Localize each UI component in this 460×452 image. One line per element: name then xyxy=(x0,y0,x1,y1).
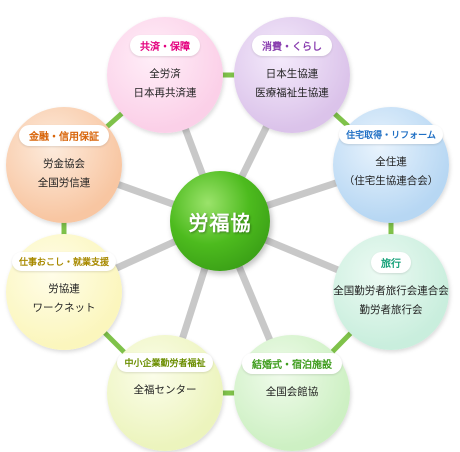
node-kinyu: 金融・信用保証労金協会全国労信連 xyxy=(6,107,122,223)
node-kekkon: 結婚式・宿泊施設全国会館協 xyxy=(234,335,350,451)
category-label: 共済・保障 xyxy=(130,35,200,56)
category-label: 中小企業勤労者福祉 xyxy=(117,353,213,372)
organization-name: 医療福祉生協連 xyxy=(255,87,329,99)
organization-name: 全国労信連 xyxy=(37,177,91,189)
organization-name: 日本生協連 xyxy=(265,68,319,80)
organization-name: 日本再共済連 xyxy=(133,87,197,99)
node-ryoko: 旅行全国勤労者旅行会連合会勤労者旅行会 xyxy=(333,234,449,350)
center-node: 労福協 xyxy=(170,171,270,271)
category-label: 結婚式・宿泊施設 xyxy=(242,353,342,374)
category-label: 仕事おこし・就業支援 xyxy=(11,252,116,271)
organization-name: 労金協会 xyxy=(43,158,85,170)
organization-name: 全福センター xyxy=(133,384,197,396)
organization-name: 全労済 xyxy=(149,68,181,80)
organization-name: 全国会館協 xyxy=(265,386,319,398)
organization-name: 勤労者旅行会 xyxy=(359,304,423,316)
category-label: 住宅取得・リフォーム xyxy=(339,125,443,144)
organization-name: ワークネット xyxy=(32,302,96,314)
node-kyosai: 共済・保障全労済日本再共済連 xyxy=(107,17,223,133)
category-label: 金融・信用保証 xyxy=(19,125,109,146)
center-label: 労福協 xyxy=(188,210,252,235)
node-chusho: 中小企業勤労者福祉全福センター xyxy=(107,335,223,451)
organization-name: 全住連 xyxy=(375,156,407,168)
organization-name: 全国勤労者旅行会連合会 xyxy=(333,285,449,297)
organization-name: （住宅生協連合会） xyxy=(343,175,439,187)
node-shigoto: 仕事おこし・就業支援労協連ワークネット xyxy=(6,234,122,350)
node-jutaku: 住宅取得・リフォーム全住連 （住宅生協連合会） xyxy=(333,107,449,223)
category-label: 旅行 xyxy=(371,252,411,273)
category-label: 消費・くらし xyxy=(252,35,332,56)
node-shohi: 消費・くらし日本生協連医療福祉生協連 xyxy=(234,17,350,133)
organization-name: 労協連 xyxy=(48,283,80,295)
